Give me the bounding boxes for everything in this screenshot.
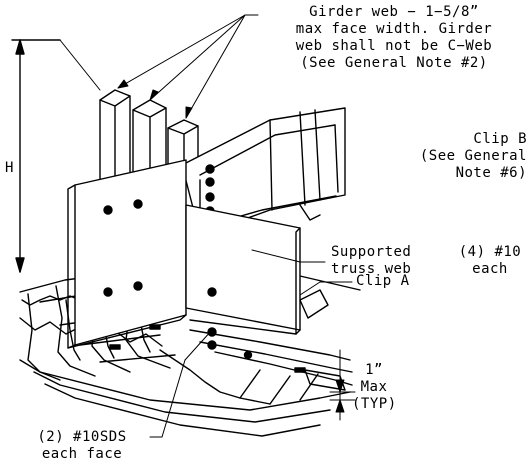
clip-b-line1: Clip B (473, 131, 527, 147)
screws-bottom-line1: (2) #10SDS (37, 429, 127, 445)
leader-lines (117, 14, 353, 438)
max-dim-line3: (TYP) (352, 396, 397, 412)
girder-web-note-line3: web shall not be C−Web (295, 38, 493, 54)
clip-b-line2: (See General (419, 148, 527, 164)
screws-bottom-label: (2) #10SDS each face (12, 429, 152, 463)
screws-bottom-line2: each face (41, 446, 123, 462)
supported-truss-line2: truss web (331, 261, 412, 277)
clip-b-label: Clip B (See General Note #6) (388, 131, 527, 182)
screws-right-line2: each (472, 261, 508, 277)
clip-a-plate (185, 204, 329, 360)
h-dimension-line (11, 39, 101, 273)
max-dim-line1: 1” (365, 362, 383, 378)
supported-truss-line1: Supported (331, 244, 412, 260)
h-dimension-label: H (5, 160, 14, 176)
clip-a-label: Clip A (356, 273, 410, 289)
girder-web-note-line1: Girder web − 1−5/8” (309, 4, 479, 20)
girder-web-note: Girder web − 1−5/8” max face width. Gird… (264, 4, 524, 72)
supported-truss-web-label: Supported truss web (331, 244, 411, 278)
girder-web-note-line4: (See General Note #2) (300, 55, 488, 71)
max-dimension (329, 349, 356, 421)
max-dim-line2: Max (360, 379, 388, 395)
gusset-plate (67, 159, 187, 349)
clip-b-line3: Note #6) (455, 165, 527, 181)
screws-right-label: (4) #10 each (450, 244, 527, 278)
screws-right-line1: (4) #10 (458, 244, 522, 260)
girder-web-note-line2: max face width. Girder (295, 21, 493, 37)
max-dimension-label: 1” Max (TYP) (352, 362, 396, 413)
